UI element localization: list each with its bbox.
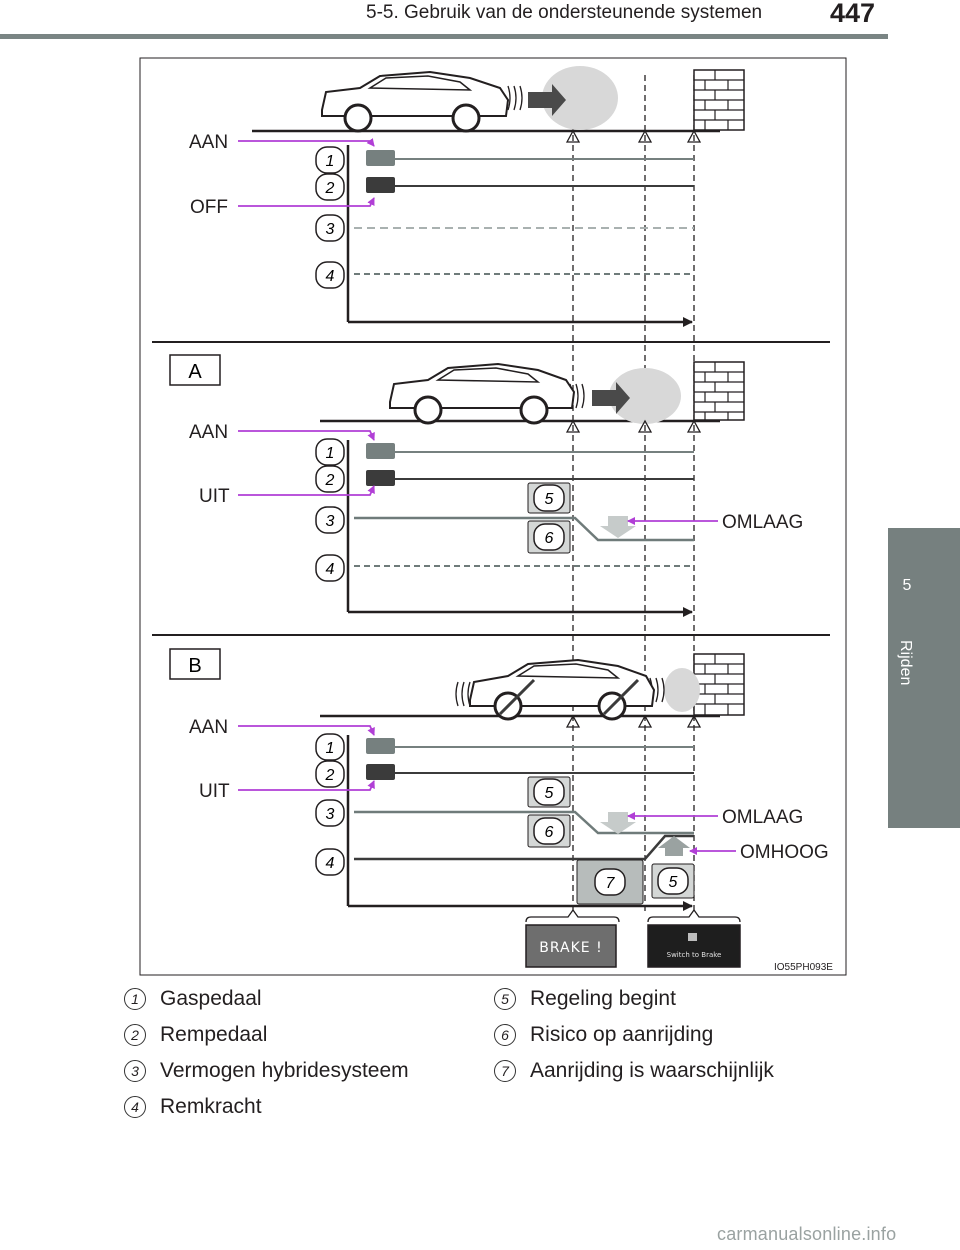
legend-marker: 4 [124,1096,146,1118]
svg-text:5: 5 [545,785,554,802]
svg-text:2: 2 [325,472,335,489]
radar-beam-icon [507,66,618,130]
car-icon [321,70,510,133]
label-off: OFF [190,197,228,218]
marker-3: 3 [315,799,345,827]
marker-3: 3 [315,506,345,534]
legend-text: Gaspedaal [160,987,262,1010]
marker-7: 7 [594,868,626,896]
marker-4: 4 [315,554,345,582]
svg-text:1: 1 [326,445,335,462]
brick-wall-icon [693,69,745,131]
svg-text:4: 4 [326,855,335,872]
panel-a: A [169,354,803,617]
svg-text:Switch to Brake: Switch to Brake [667,951,722,959]
marker-1: 1 [315,733,345,761]
svg-text:BRAKE !: BRAKE ! [539,940,602,956]
legend-item: 1 Gaspedaal [124,987,262,1011]
legend-text: Aanrijding is waarschijnlijk [530,1059,774,1082]
svg-text:4: 4 [326,561,335,578]
panel-b: B [169,648,829,911]
switch-to-brake-display: Switch to Brake [647,924,741,968]
marker-5: 5 [533,778,565,806]
legend-text: Rempedaal [160,1023,268,1046]
legend-item: 5 Regeling begint [494,987,676,1011]
svg-text:3: 3 [326,221,335,238]
legend-marker: 6 [494,1024,516,1046]
legend-marker: 1 [124,988,146,1010]
svg-text:1: 1 [326,740,335,757]
label-omhoog: OMHOOG [740,842,829,863]
chapter-number: 5 [902,577,912,594]
marker-4: 4 [315,848,345,876]
brick-wall-icon [693,653,745,716]
legend-marker: 7 [494,1060,516,1082]
svg-text:5: 5 [669,874,678,891]
marker-1: 1 [315,146,345,174]
radar-beam-icon [569,368,681,424]
label-aan: AAN [189,422,228,443]
marker-5: 5 [657,867,689,895]
figure-code: IO55PH093E [774,962,833,973]
svg-text:3: 3 [326,806,335,823]
legend-item: 3 Vermogen hybridesysteem [124,1059,409,1083]
marker-5: 5 [533,484,565,512]
brick-wall-icon [693,361,745,421]
label-uit: UIT [199,486,230,507]
legend-text: Regeling begint [530,987,676,1010]
marker-6: 6 [533,523,565,551]
panel-b-letter: B [188,655,201,677]
marker-2: 2 [315,760,345,788]
svg-text:1: 1 [326,153,335,170]
legend-item: 4 Remkracht [124,1095,262,1119]
svg-text:3: 3 [326,513,335,530]
svg-text:2: 2 [325,767,335,784]
legend-item: 7 Aanrijding is waarschijnlijk [494,1059,774,1083]
panel-top: AAN OFF 1 2 3 4 [189,66,745,327]
label-aan: AAN [189,132,228,153]
car-braking-icon [469,658,656,721]
marker-3: 3 [315,214,345,242]
legend-item: 2 Rempedaal [124,1023,267,1047]
legend-text: Risico op aanrijding [530,1023,714,1046]
section-title: 5-5. Gebruik van de ondersteunende syste… [366,2,763,23]
marker-1: 1 [315,438,345,466]
svg-text:6: 6 [545,530,554,547]
svg-text:5: 5 [545,491,554,508]
car-icon [389,362,576,425]
chapter-tab[interactable]: 5 Rijden [888,528,960,828]
panel-a-letter: A [188,361,202,383]
marker-2: 2 [315,173,345,201]
label-omlaag: OMLAAG [722,807,803,828]
label-omlaag: OMLAAG [722,512,803,533]
marker-6: 6 [533,817,565,845]
radar-beam-icon [455,668,700,712]
chapter-label: Rijden [897,640,914,686]
page-number: 447 [830,0,876,28]
svg-text:4: 4 [326,268,335,285]
pcs-control-diagram: AAN OFF 1 2 3 4 A [139,57,847,976]
label-uit: UIT [199,781,230,802]
svg-text:6: 6 [545,824,554,841]
label-aan: AAN [189,717,228,738]
timing-lines [572,75,695,915]
svg-text:2: 2 [325,180,335,197]
legend-marker: 5 [494,988,516,1010]
marker-2: 2 [315,465,345,493]
watermark: carmanualsonline.info [717,1224,897,1244]
marker-4: 4 [315,261,345,289]
header-rule [0,34,888,39]
legend-marker: 3 [124,1060,146,1082]
brake-warning-display: BRAKE ! [525,924,617,968]
legend-text: Remkracht [160,1095,262,1118]
legend-item: 6 Risico op aanrijding [494,1023,713,1047]
legend-text: Vermogen hybridesysteem [160,1059,409,1082]
legend-marker: 2 [124,1024,146,1046]
svg-text:7: 7 [606,875,616,892]
